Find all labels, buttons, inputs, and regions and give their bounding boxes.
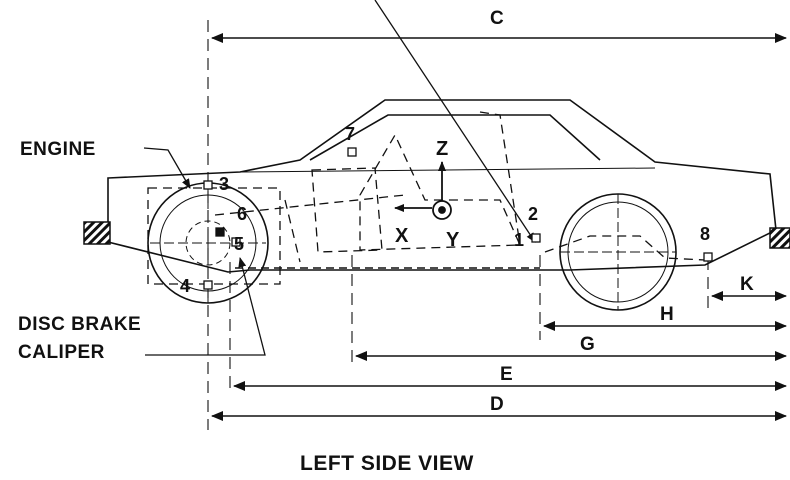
point-marker-6 [215,227,225,237]
seat-back [479,111,521,246]
rear-wheel [559,193,677,311]
interior-dashed [214,111,706,263]
dimension-label-c: C [490,8,504,29]
disc-brake-callout-line-1: DISC BRAKE [18,314,141,335]
engine-outline [147,187,281,285]
greenhouse-window [309,114,601,161]
reference-lines [207,20,709,430]
point-marker-1 [531,233,541,243]
dimension-label-g: G [580,334,595,355]
point-label-7: 7 [345,124,355,144]
caliper-leader [145,257,266,356]
point-label-5: 5 [234,234,244,254]
point-marker-4 [203,280,213,290]
axis-label-z: Z [436,138,448,160]
point-label-1: 1 [514,230,524,250]
dimension-lines [211,33,787,421]
point-marker-3 [203,180,213,190]
point-marker-8 [703,252,713,262]
engine-callout: ENGINE [20,139,96,160]
point-markers [203,147,713,290]
beltline [239,167,656,173]
disc-brake-callout-line-2: CALIPER [18,342,105,363]
dimension-label-d: D [490,394,504,415]
rear-bumper [769,227,790,249]
point-marker-7 [347,147,357,157]
dimension-label-h: H [660,304,674,325]
diagram-title: LEFT SIDE VIEW [300,452,474,475]
steering-column [214,194,406,216]
axis-label-y: Y [446,229,460,251]
front-seat [359,133,521,251]
driveshaft [544,235,706,261]
axis-label-x: X [395,225,409,247]
point-label-2: 2 [528,204,538,224]
top-leader-to-point-2 [374,0,536,243]
dimension-label-e: E [500,364,513,385]
point-label-3: 3 [219,174,229,194]
front-bumper [83,221,111,245]
dashboard-panel [311,167,383,253]
point-label-4: 4 [180,276,190,296]
point-label-8: 8 [700,224,710,244]
coordinate-origin [394,161,452,220]
front-diagonal [284,199,301,263]
leader-lines [143,0,536,356]
dimension-label-k: K [740,274,754,295]
engine-leader [143,147,191,189]
point-label-6: 6 [237,204,247,224]
point-marker-5 [231,237,241,247]
